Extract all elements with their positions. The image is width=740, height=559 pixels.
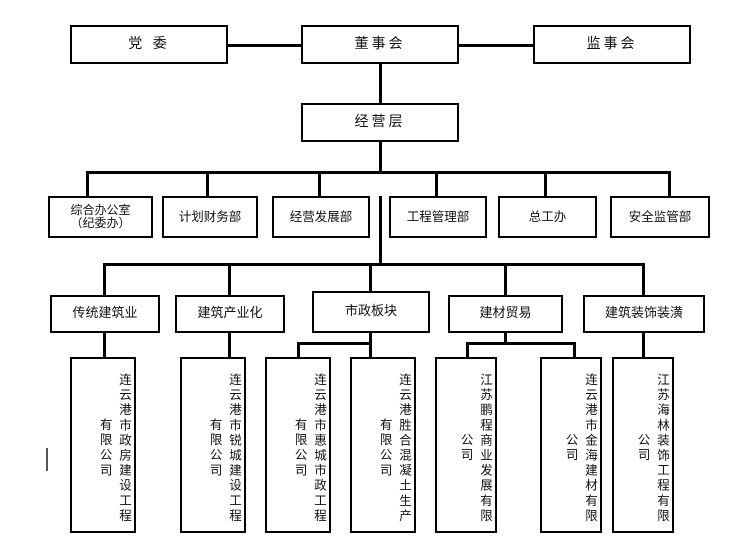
node-department-chief-engineer-office[interactable]: 总工办 [498, 196, 597, 238]
node-subsidiary-2[interactable]: 连云港市锐城建设工程有限公司 [180, 357, 246, 533]
connector-shizheng-stem [369, 330, 372, 344]
node-department-general-office-line1: 综合办公室 [70, 202, 131, 217]
node-board-of-directors-label: 董事会 [354, 36, 406, 53]
node-subsidiary-3-label: 连云港市惠城市政工程有限公司 [292, 373, 327, 524]
node-department-business-development-label: 经营发展部 [289, 208, 353, 224]
node-department-chief-engineer-office-label: 总工办 [528, 208, 567, 224]
connector-board-party [228, 44, 303, 47]
connector-division-drop-3 [369, 263, 372, 297]
connector-trunk-to-divisions [379, 196, 382, 266]
node-party-committee-label: 党 委 [128, 36, 170, 53]
connector-dept-drop-6 [668, 171, 671, 196]
node-department-business-development[interactable]: 经营发展部 [272, 196, 370, 238]
connector-jiancai-right [573, 342, 576, 357]
connector-board-management [379, 64, 382, 105]
node-management-layer[interactable]: 经营层 [301, 103, 459, 142]
node-subsidiary-7[interactable]: 江苏海林装饰工程有限公司 [612, 357, 674, 533]
node-department-project-management[interactable]: 工程管理部 [389, 196, 487, 238]
node-subsidiary-6[interactable]: 连云港市金海建材有限公司 [540, 357, 602, 533]
connector-division-bus [103, 263, 644, 266]
node-division-municipal[interactable]: 市政板块 [312, 291, 430, 333]
node-division-traditional-construction[interactable]: 传统建筑业 [50, 295, 160, 333]
connector-shizheng-left [297, 342, 300, 357]
connector-shizheng-right [369, 342, 372, 357]
node-subsidiary-3[interactable]: 连云港市惠城市政工程有限公司 [265, 357, 331, 533]
node-division-building-materials-trade[interactable]: 建材贸易 [448, 295, 563, 333]
node-division-decoration-label: 建筑装饰装潢 [604, 306, 683, 322]
node-division-decoration[interactable]: 建筑装饰装潢 [583, 295, 705, 333]
node-subsidiary-1-label: 连云港市政房建设工程有限公司 [97, 373, 132, 524]
node-board-of-supervisors-label: 监事会 [586, 36, 638, 53]
node-division-traditional-construction-label: 传统建筑业 [72, 306, 138, 322]
node-division-building-materials-trade-label: 建材贸易 [479, 306, 532, 322]
connector-dept-drop-4 [435, 171, 438, 196]
node-department-planning-finance[interactable]: 计划财务部 [162, 196, 258, 238]
connector-department-bus [86, 171, 670, 174]
node-department-general-office[interactable]: 综合办公室 （纪委办） [48, 196, 153, 238]
node-subsidiary-1[interactable]: 连云港市政房建设工程有限公司 [70, 357, 136, 533]
connector-dept-drop-1 [86, 171, 89, 196]
node-department-general-office-line2: （纪委办） [70, 216, 131, 230]
node-department-project-management-label: 工程管理部 [406, 208, 470, 224]
node-board-of-directors[interactable]: 董事会 [301, 25, 459, 64]
connector-dept-drop-5 [544, 171, 547, 196]
node-department-safety-supervision-label: 安全监管部 [628, 208, 692, 224]
node-subsidiary-5[interactable]: 江苏鹏程商业发展有限公司 [435, 357, 497, 533]
connector-division-drop-5 [642, 263, 645, 297]
node-division-construction-industrialization[interactable]: 建筑产业化 [175, 295, 285, 333]
connector-board-supervisors [458, 44, 535, 47]
connector-jiancai-bar [466, 342, 576, 345]
node-division-construction-industrialization-label: 建筑产业化 [197, 306, 263, 322]
node-department-planning-finance-label: 计划财务部 [178, 208, 242, 224]
text-caret-mark [46, 448, 48, 471]
node-subsidiary-2-label: 连云港市锐城建设工程有限公司 [207, 373, 242, 524]
connector-division-drop-4 [504, 263, 507, 297]
node-division-municipal-label: 市政板块 [344, 304, 397, 320]
connector-management-trunk [379, 141, 382, 173]
connector-jiancai-left [466, 342, 469, 357]
connector-dept-drop-3 [318, 171, 321, 196]
node-party-committee[interactable]: 党 委 [70, 25, 228, 64]
connector-sub-drop-1 [103, 330, 106, 357]
node-department-safety-supervision[interactable]: 安全监管部 [610, 196, 710, 238]
node-board-of-supervisors[interactable]: 监事会 [533, 25, 691, 64]
node-subsidiary-4-label: 连云港胜合混凝土生产有限公司 [377, 373, 412, 524]
connector-shizheng-bar [297, 342, 372, 345]
node-subsidiary-6-label: 连云港市金海建材有限公司 [563, 373, 598, 524]
connector-division-drop-2 [228, 263, 231, 297]
node-management-layer-label: 经营层 [354, 114, 406, 131]
connector-sub-drop-7 [642, 330, 645, 357]
connector-dept-drop-2 [206, 171, 209, 196]
connector-jiancai-stem [504, 330, 507, 344]
node-subsidiary-5-label: 江苏鹏程商业发展有限公司 [458, 373, 493, 524]
connector-division-drop-1 [103, 263, 106, 297]
node-subsidiary-4[interactable]: 连云港胜合混凝土生产有限公司 [350, 357, 416, 533]
connector-sub-drop-2 [228, 330, 231, 357]
node-subsidiary-7-label: 江苏海林装饰工程有限公司 [635, 373, 670, 524]
